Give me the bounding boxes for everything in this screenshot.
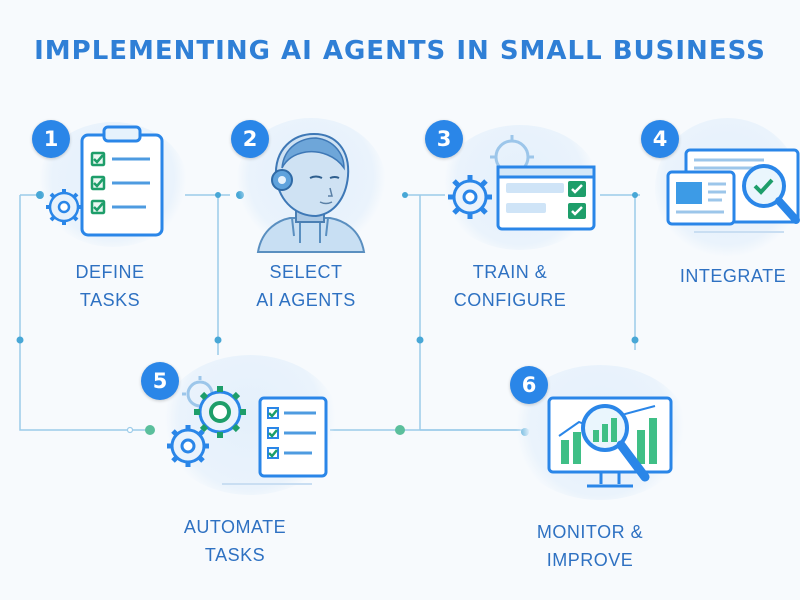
screens-magnifier-icon — [666, 148, 800, 233]
step-1-badge: 1 — [32, 120, 70, 158]
step-6-label-line1: MONITOR & — [536, 522, 644, 542]
gears-checklist-icon — [167, 376, 328, 485]
step-2-label-line1: SELECT — [269, 262, 343, 282]
step-2-badge: 2 — [231, 120, 269, 158]
step-1-label-line1: DEFINE — [75, 262, 145, 282]
step-4-label-line1: INTEGRATE — [679, 266, 787, 286]
step-6-label: MONITOR & IMPROVE — [510, 518, 670, 574]
step-6-badge: 6 — [510, 366, 548, 404]
step-1-label-line2: TASKS — [79, 290, 141, 310]
robot-head-icon — [256, 132, 366, 253]
step-5-label: AUTOMATE TASKS — [160, 513, 310, 569]
step-5-label-line2: TASKS — [204, 545, 266, 565]
monitor-chart-icon — [547, 396, 673, 488]
clipboard-checklist-icon — [46, 125, 164, 237]
diagram-title: IMPLEMENTING AI AGENTS IN SMALL BUSINESS — [34, 36, 766, 66]
step-1-label: DEFINE TASKS — [40, 258, 180, 314]
step-4-label: INTEGRATE — [666, 262, 800, 290]
step-3-label-line1: TRAIN & — [472, 262, 548, 282]
step-2-label-line2: AI AGENTS — [256, 290, 356, 310]
step-3-label: TRAIN & CONFIGURE — [435, 258, 585, 314]
step-2-label: SELECT AI AGENTS — [236, 258, 376, 314]
step-5-label-line1: AUTOMATE — [183, 517, 287, 537]
step-3-badge: 3 — [425, 120, 463, 158]
step-5-badge: 5 — [141, 362, 179, 400]
step-3-label-line2: CONFIGURE — [453, 290, 567, 310]
config-panel-icon — [448, 135, 596, 231]
step-6-label-line2: IMPROVE — [546, 550, 634, 570]
step-4-badge: 4 — [641, 120, 679, 158]
